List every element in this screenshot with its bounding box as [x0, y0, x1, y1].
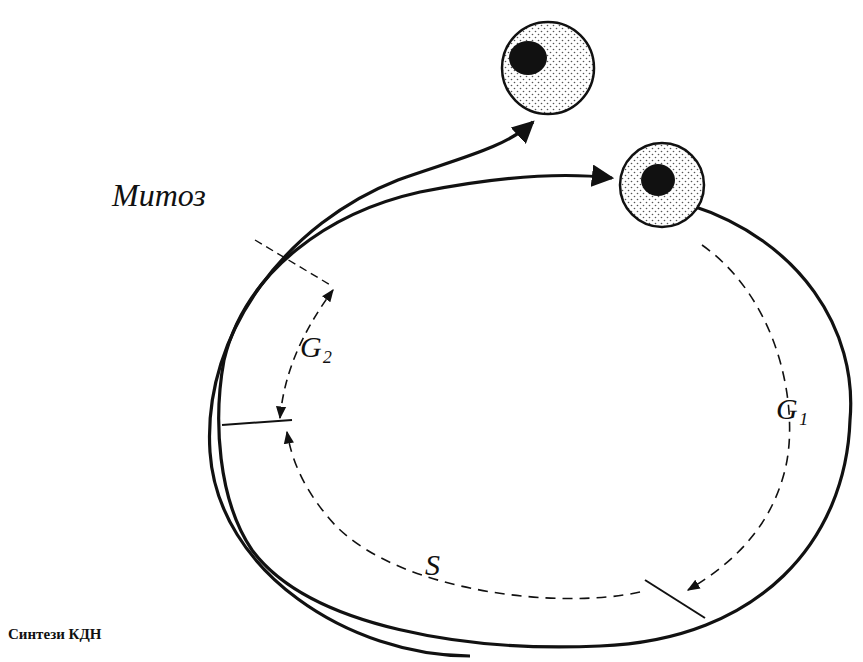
daughter-cell	[502, 22, 594, 114]
phase-arc	[287, 432, 640, 599]
phase-label: S	[425, 548, 440, 581]
phase-boundary	[645, 580, 705, 618]
cycle-line	[209, 122, 533, 656]
phase-arc	[280, 290, 333, 418]
phase-label: G₁	[776, 392, 808, 425]
mitosis-leader	[255, 240, 332, 286]
phase-boundary	[222, 420, 292, 425]
phase-arc	[688, 245, 790, 590]
cycle-line	[219, 175, 851, 647]
phase-label: Митоз	[112, 178, 206, 213]
caption-note: Синтези КДН	[8, 626, 101, 643]
phase-label: G₂	[300, 330, 332, 363]
daughter-cell	[620, 143, 704, 227]
